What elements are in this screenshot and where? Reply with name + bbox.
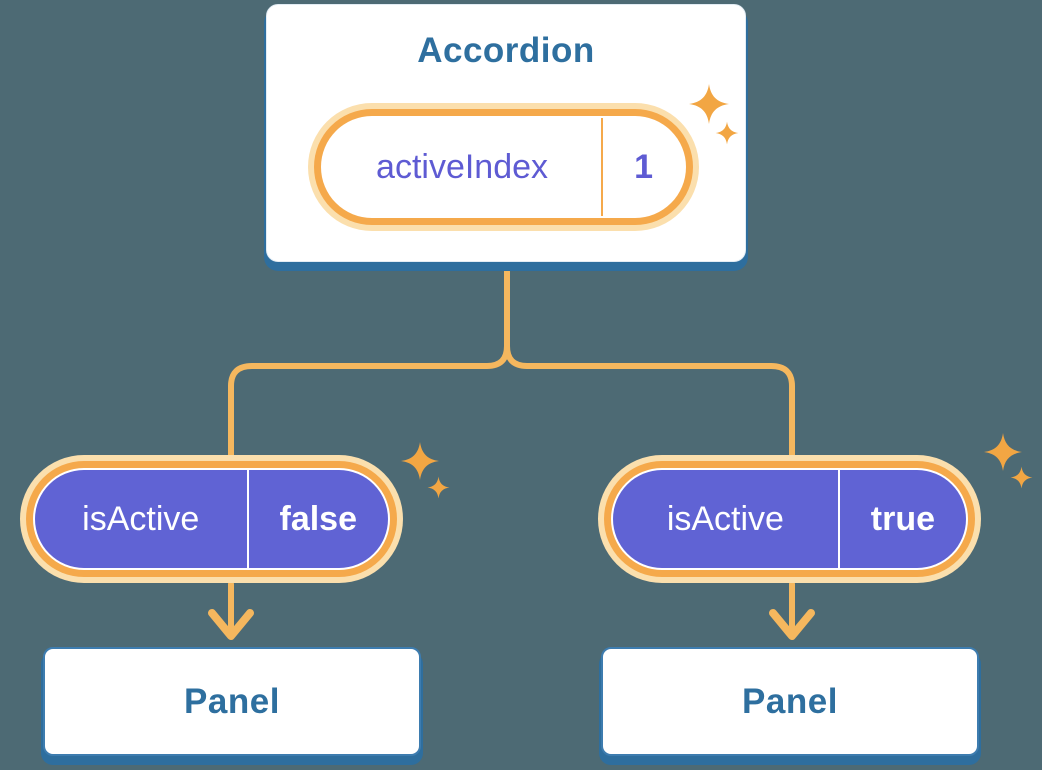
state-pill-content: isActive false	[35, 470, 388, 568]
state-name-label: isActive	[82, 499, 200, 538]
sparkle-icon	[715, 121, 739, 145]
connector-branch-left	[228, 269, 510, 460]
state-pill-ring: activeIndex 1	[314, 109, 693, 225]
state-pill-inner-border: isActive false	[33, 468, 390, 570]
connector-branch-right	[504, 269, 795, 460]
state-value: false	[279, 499, 358, 538]
state-pill-activeindex: activeIndex 1	[308, 103, 699, 231]
state-divider	[601, 118, 604, 216]
state-pill-inner-border: activeIndex 1	[321, 116, 686, 218]
state-name-label: activeIndex	[376, 147, 549, 186]
sparkle-icon	[1010, 466, 1033, 489]
state-divider	[837, 470, 840, 568]
state-pill-ring: isActive false	[26, 461, 397, 577]
arrow-head-left	[208, 609, 254, 640]
sparkle-icon	[984, 433, 1022, 471]
state-pill-ring: isActive true	[604, 461, 975, 577]
sparkle-icon	[689, 84, 729, 124]
state-value: 1	[634, 147, 653, 186]
panel-card-left: Panel	[43, 647, 421, 756]
sparkle-icon	[401, 442, 439, 480]
accordion-title: Accordion	[417, 31, 595, 70]
panel-card-right: Panel	[601, 647, 979, 756]
panel-title: Panel	[184, 681, 280, 721]
sparkle-icon	[427, 476, 450, 499]
state-name-label: isActive	[666, 499, 784, 538]
state-pill-isactive-true: isActive true	[598, 455, 981, 583]
state-pill-content: isActive true	[613, 470, 966, 568]
state-pill-inner-border: isActive true	[611, 468, 968, 570]
state-pill-isactive-false: isActive false	[20, 455, 403, 583]
arrow-head-right	[769, 609, 815, 640]
state-pill-content: activeIndex 1	[323, 118, 684, 216]
panel-title: Panel	[742, 681, 838, 721]
state-value: true	[870, 499, 935, 538]
state-divider	[246, 470, 249, 568]
